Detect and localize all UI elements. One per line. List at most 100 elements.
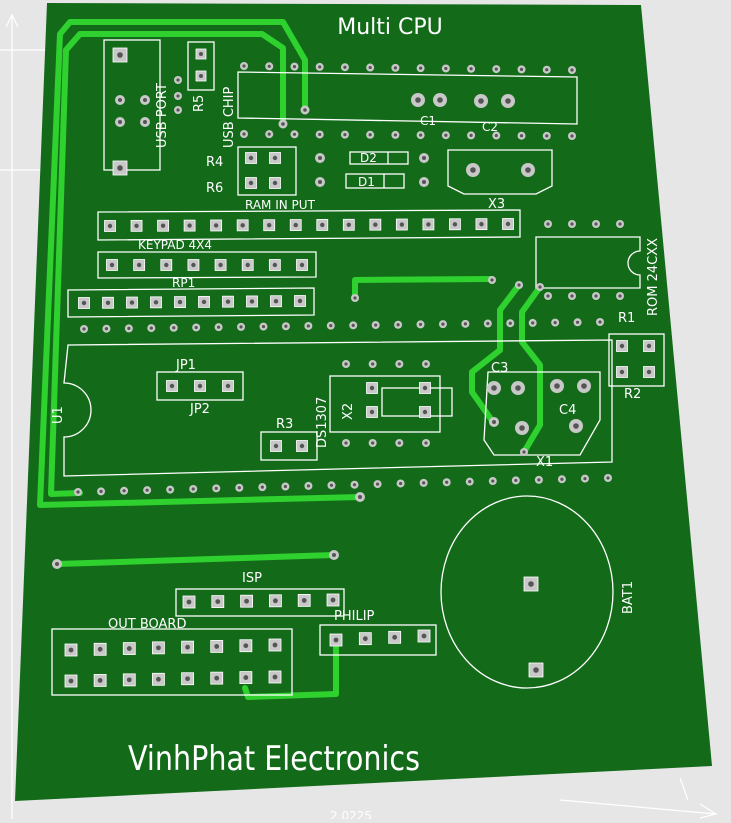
pad-hole bbox=[470, 167, 476, 173]
pad-hole bbox=[176, 108, 180, 112]
pad-hole bbox=[191, 262, 196, 268]
r4-label: R4 bbox=[206, 155, 223, 170]
pad-hole bbox=[491, 479, 495, 483]
pad-hole bbox=[486, 321, 490, 326]
pad-hole bbox=[369, 409, 375, 415]
pad-hole bbox=[272, 642, 278, 648]
pad-hole bbox=[528, 581, 534, 587]
pad-hole bbox=[273, 443, 279, 449]
pad-hole bbox=[225, 383, 231, 389]
pad-hole bbox=[505, 221, 511, 227]
pad-hole bbox=[105, 300, 111, 305]
pad-hole bbox=[533, 667, 539, 673]
pad-hole bbox=[422, 481, 426, 485]
pad-hole bbox=[419, 133, 423, 137]
r5-label: R5 bbox=[192, 95, 207, 112]
pad-hole bbox=[570, 294, 574, 298]
pad-hole bbox=[508, 321, 512, 325]
rp1-label: RP1 bbox=[172, 276, 195, 290]
philip-label: PHILIP bbox=[334, 609, 375, 624]
pad-hole bbox=[248, 180, 254, 186]
board-footer: VinhPhat Electronics bbox=[128, 739, 420, 779]
keypad-label: KEYPAD 4X4 bbox=[138, 238, 212, 252]
pad-hole bbox=[575, 320, 580, 324]
pad-hole bbox=[371, 362, 375, 366]
bat1-label: BAT1 bbox=[621, 581, 636, 614]
pads bbox=[52, 47, 655, 688]
pad-hole bbox=[332, 553, 336, 557]
pad-hole bbox=[573, 423, 579, 429]
pad-hole bbox=[299, 443, 305, 449]
pad-hole bbox=[281, 122, 285, 126]
pad-hole bbox=[515, 385, 521, 391]
pad-hole bbox=[368, 133, 372, 137]
pad-hole bbox=[422, 180, 426, 184]
jp2-label: JP2 bbox=[189, 402, 210, 417]
pad-hole bbox=[415, 97, 421, 103]
pad-hole bbox=[358, 495, 362, 499]
pad-hole bbox=[344, 441, 348, 445]
pad-hole bbox=[243, 643, 249, 649]
pad-hole bbox=[261, 324, 266, 329]
pad-hole bbox=[445, 480, 449, 484]
r1-label: R1 bbox=[618, 311, 635, 326]
pad-hole bbox=[68, 678, 74, 684]
pad-hole bbox=[618, 294, 622, 298]
pad-hole bbox=[217, 325, 221, 329]
x1-label: X1 bbox=[536, 455, 553, 470]
pad-hole bbox=[297, 298, 303, 304]
pad-hole bbox=[594, 294, 598, 298]
pad-hole bbox=[194, 325, 198, 330]
pad-hole bbox=[109, 262, 115, 268]
pad-hole bbox=[619, 343, 625, 349]
pad-hole bbox=[176, 94, 180, 98]
pad-hole bbox=[267, 64, 271, 68]
pad-hole bbox=[149, 326, 153, 330]
pad-hole bbox=[546, 294, 550, 298]
isp-label: ISP bbox=[242, 571, 262, 586]
pad-hole bbox=[273, 598, 278, 604]
pad-hole bbox=[343, 133, 347, 137]
pad-hole bbox=[519, 134, 524, 138]
c1-label: C1 bbox=[420, 114, 436, 128]
pad-hole bbox=[560, 477, 564, 481]
pad-hole bbox=[519, 425, 525, 431]
pad-hole bbox=[293, 222, 298, 228]
pad-hole bbox=[546, 222, 550, 226]
pad-hole bbox=[570, 134, 574, 138]
pad-hole bbox=[292, 132, 297, 136]
pad-hole bbox=[82, 327, 86, 331]
r2-label: R2 bbox=[624, 387, 641, 402]
pad-hole bbox=[126, 646, 132, 651]
pad-hole bbox=[237, 486, 241, 490]
pad-hole bbox=[245, 262, 250, 268]
pad-hole bbox=[169, 383, 175, 389]
pad-hole bbox=[444, 66, 448, 71]
pad-hole bbox=[243, 675, 249, 680]
pad-hole bbox=[176, 78, 180, 82]
pad-hole bbox=[145, 488, 149, 492]
c3-label: C3 bbox=[491, 361, 508, 376]
pad-hole bbox=[68, 647, 74, 653]
pad-hole bbox=[426, 222, 431, 227]
pad-hole bbox=[399, 481, 403, 486]
pad-hole bbox=[318, 65, 322, 69]
pad-hole bbox=[299, 262, 305, 268]
pad-hole bbox=[99, 489, 103, 493]
d1-label: D1 bbox=[358, 175, 375, 189]
pad-hole bbox=[373, 222, 378, 227]
d2-label: D2 bbox=[360, 151, 377, 165]
pad-hole bbox=[537, 478, 541, 482]
pad-hole bbox=[491, 385, 497, 391]
pad-hole bbox=[55, 562, 59, 566]
pad-hole bbox=[333, 637, 339, 643]
pad-hole bbox=[267, 132, 271, 136]
pad-hole bbox=[570, 222, 574, 226]
pad-hole bbox=[197, 383, 203, 389]
pad-hole bbox=[248, 155, 254, 161]
pad-hole bbox=[187, 223, 192, 228]
pad-hole bbox=[397, 441, 401, 445]
pad-hole bbox=[396, 323, 400, 327]
pad-hole bbox=[240, 223, 245, 228]
pad-hole bbox=[214, 675, 220, 681]
